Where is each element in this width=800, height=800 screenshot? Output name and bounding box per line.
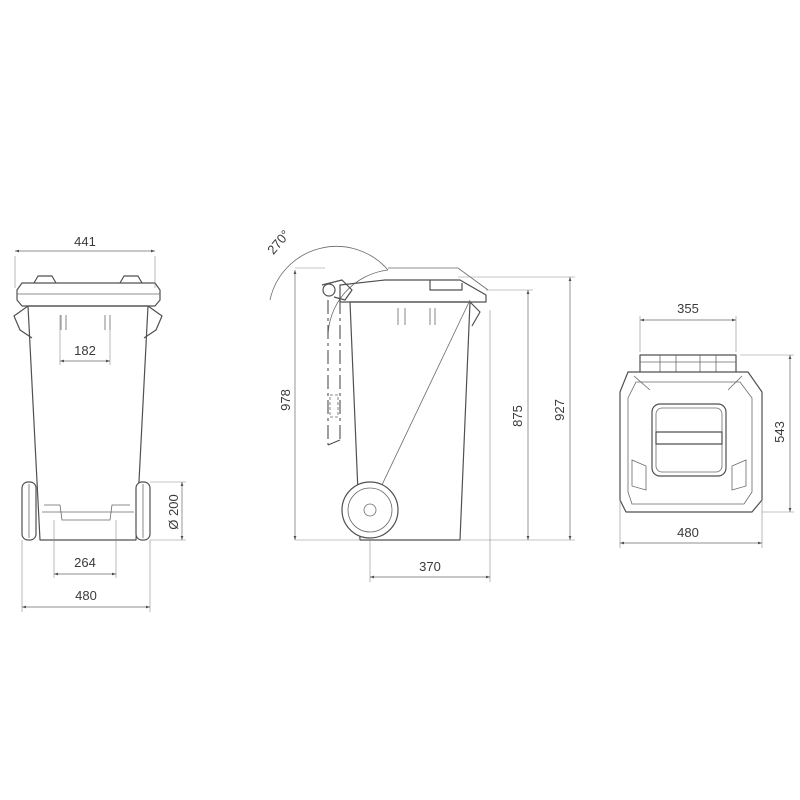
top-handle [639,354,737,372]
dim-top-depth: 543 [772,421,787,443]
hinge-pivot [322,283,336,297]
top-lid-recess [651,403,727,477]
dim-top-width: 480 [677,525,699,540]
side-wheel [341,481,399,539]
left-handle-flap [13,305,33,339]
dim-height-lid-open: 978 [278,389,293,411]
right-handle-flap [143,305,163,339]
lid-hinge-bumps [33,275,143,284]
side-handle [469,301,481,327]
front-body [27,305,149,541]
top-label-slot [655,431,723,445]
dim-base-width: 264 [74,555,96,570]
top-body [619,371,763,513]
dim-side-depth: 370 [419,559,441,574]
dim-lid-width: 441 [74,234,96,249]
dim-handle-width: 355 [677,301,699,316]
dim-overall-height: 927 [552,399,567,421]
lid-swing-arc [327,269,389,340]
dim-handle-spacing: 182 [74,343,96,358]
lid-opening-angle: 270° [264,227,293,257]
side-lid-closed [339,279,487,303]
side-lid-open [327,300,341,446]
dim-wheel-diameter: Ø 200 [166,494,181,529]
dim-overall-width: 480 [75,588,97,603]
side-view: 978 875 927 370 270° [264,227,575,582]
dim-body-height: 875 [510,405,525,427]
front-view: 441 182 264 480 Ø 200 [13,234,186,612]
front-lid [16,282,161,307]
top-view: 355 543 480 [619,301,794,548]
